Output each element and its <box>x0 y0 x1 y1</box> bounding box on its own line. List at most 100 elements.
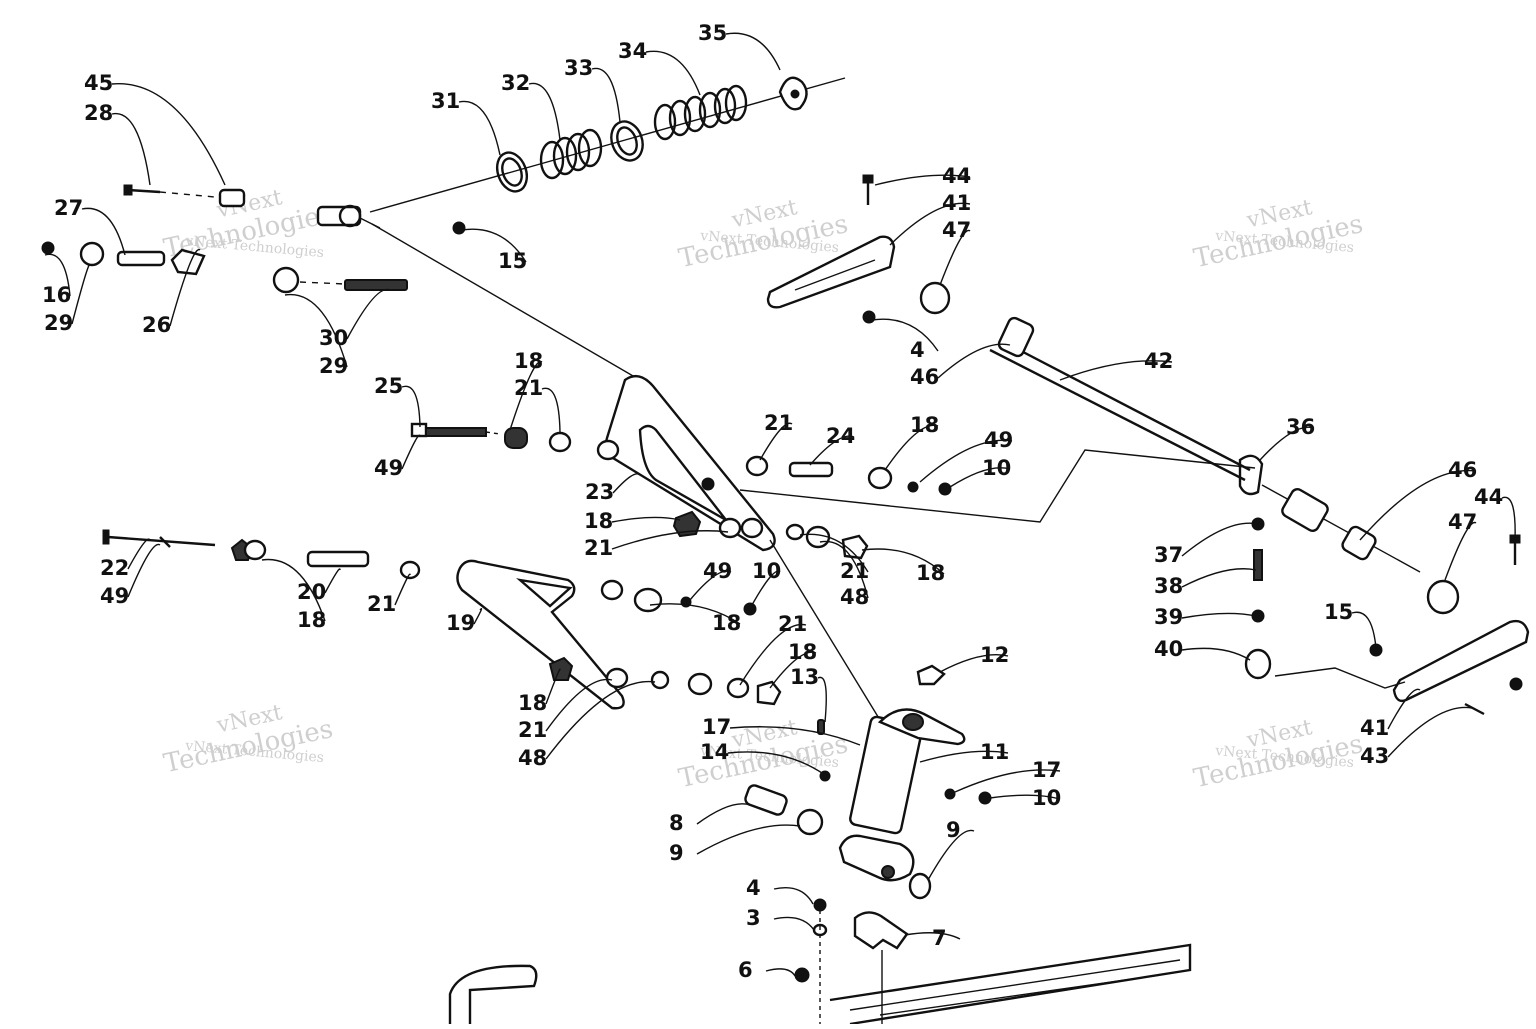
leader-line <box>611 530 729 550</box>
callout-number: 16 <box>42 283 71 307</box>
callout-45: 45 <box>84 71 226 186</box>
leader-line <box>1387 706 1473 758</box>
leader-line <box>889 202 971 246</box>
leader-line <box>1181 647 1251 661</box>
callout-number: 47 <box>942 218 971 242</box>
callout-number: 10 <box>752 559 781 583</box>
callout-number: 21 <box>367 592 396 616</box>
callout-number: 49 <box>703 559 732 583</box>
callout-18: 18 <box>769 640 817 689</box>
leader-line <box>1359 469 1477 541</box>
leader-line <box>346 288 391 340</box>
callout-33: 33 <box>564 56 621 123</box>
callout-32: 32 <box>501 71 561 141</box>
callout-number: 9 <box>946 818 961 842</box>
leader-line <box>71 263 91 325</box>
callout-number: 10 <box>1032 786 1061 810</box>
callout-21: 21 <box>759 411 793 461</box>
callout-number: 27 <box>54 196 83 220</box>
leader-line <box>545 668 561 705</box>
leader-line <box>937 343 1011 379</box>
drawing-lines <box>41 76 1530 1026</box>
callout-21: 21 <box>514 376 561 433</box>
leader-line <box>401 434 421 470</box>
leader-line <box>809 435 855 466</box>
callout-28: 28 <box>84 101 151 186</box>
callout-number: 35 <box>698 21 727 45</box>
leader-line <box>645 50 701 96</box>
callout-number: 25 <box>374 374 403 398</box>
callout-number: 39 <box>1154 605 1183 629</box>
callout-number: 41 <box>942 191 971 215</box>
callout-29: 29 <box>284 293 348 378</box>
callout-number: 18 <box>916 561 945 585</box>
leader-line <box>927 829 975 881</box>
callout-number: 21 <box>764 411 793 435</box>
callout-number: 4 <box>746 876 761 900</box>
arm-41-lower <box>1392 619 1530 703</box>
callout-number: 15 <box>498 249 527 273</box>
leader-line <box>765 968 796 977</box>
leader-line <box>884 424 939 471</box>
callout-number: 21 <box>778 612 807 636</box>
leader-line <box>1387 688 1421 730</box>
leader-line <box>111 112 151 186</box>
callout-48: 48 <box>518 680 656 770</box>
callout-number: 21 <box>584 536 613 560</box>
leader-line <box>649 603 741 625</box>
callout-24: 24 <box>809 424 855 466</box>
leader-line <box>1259 426 1315 461</box>
callout-number: 49 <box>984 428 1013 452</box>
callout-number: 48 <box>840 585 869 609</box>
callout-number: 49 <box>374 456 403 480</box>
leader-line <box>769 651 817 689</box>
rod-42 <box>999 338 1251 472</box>
callout-number: 3 <box>746 906 761 930</box>
callout-49: 49 <box>374 434 421 480</box>
leader-line <box>1181 568 1257 588</box>
leader-line <box>127 538 151 570</box>
callout-26: 26 <box>142 248 201 337</box>
leader-line <box>127 543 161 598</box>
callout-21: 21 <box>584 530 729 560</box>
callout-number: 41 <box>1360 716 1389 740</box>
leader-line <box>939 654 1009 673</box>
spring-34 <box>653 84 748 141</box>
leader-line <box>989 794 1061 800</box>
callout-number: 19 <box>446 611 475 635</box>
callout-35: 35 <box>698 21 781 71</box>
callout-number: 29 <box>319 354 348 378</box>
leader-line <box>111 83 226 186</box>
leader-line <box>545 678 613 732</box>
callout-41: 41 <box>889 191 971 246</box>
callout-number: 15 <box>1324 600 1353 624</box>
callout-13: 13 <box>790 665 827 723</box>
callout-number: 29 <box>44 311 73 335</box>
leader-line <box>1501 496 1516 541</box>
callout-number: 45 <box>84 71 113 95</box>
callout-number: 9 <box>669 841 684 865</box>
callout-6: 6 <box>738 958 796 982</box>
callout-18: 18 <box>649 603 741 635</box>
callout-20: 20 <box>297 568 341 604</box>
callout-number: 34 <box>618 39 647 63</box>
callout-number: 21 <box>518 718 547 742</box>
callout-18: 18 <box>518 668 561 715</box>
callout-15: 15 <box>461 228 527 273</box>
callout-number: 48 <box>518 746 547 770</box>
callout-number: 33 <box>564 56 593 80</box>
callout-10: 10 <box>751 559 781 606</box>
leader-line <box>324 568 341 594</box>
leader-line <box>871 318 939 352</box>
callout-number: 13 <box>790 665 819 689</box>
callout-number: 46 <box>1448 458 1477 482</box>
callout-18: 18 <box>584 509 681 533</box>
callout-18: 18 <box>861 548 945 585</box>
callout-number: 17 <box>702 715 731 739</box>
callout-number: 32 <box>501 71 530 95</box>
callout-43: 43 <box>1360 706 1473 768</box>
callout-47: 47 <box>1444 510 1477 581</box>
callout-41: 41 <box>1360 688 1421 740</box>
